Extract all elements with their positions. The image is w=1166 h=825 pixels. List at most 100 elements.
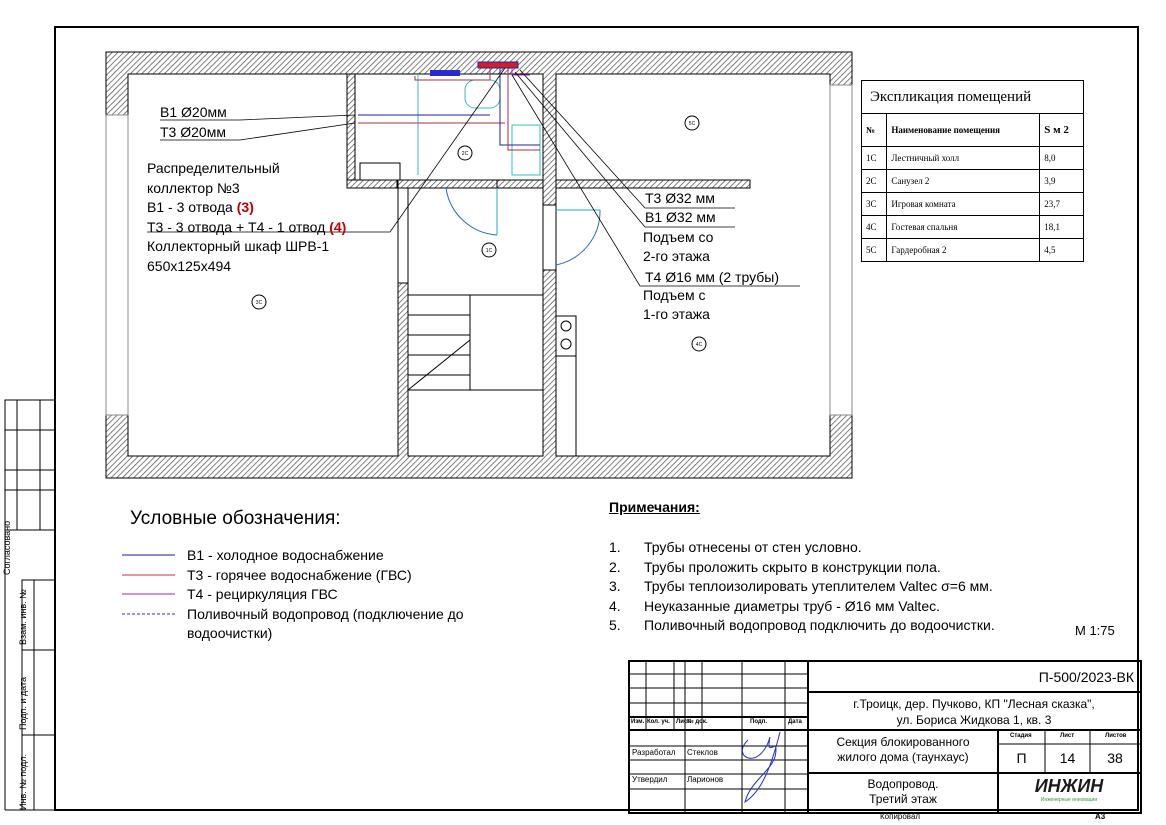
- address-line: ул. Бориса Жидкова 1, кв. 3: [896, 713, 1052, 727]
- col-date: Дата: [788, 719, 802, 725]
- note: 3. Трубы теплоизолировать утеплителем Val…: [609, 577, 995, 597]
- cell: 18,1: [1039, 215, 1084, 239]
- note-text: Неуказанные диаметры труб - Ø16 мм Valte…: [644, 597, 940, 614]
- room-marker-3c: 3С: [256, 300, 263, 306]
- stage-header: Стадия: [1010, 733, 1032, 739]
- logo: ИНЖИН: [1034, 776, 1104, 796]
- text: Подъем с: [643, 287, 706, 303]
- side-agreed: Согласовано: [2, 520, 12, 575]
- riser-t3: Т3 Ø32 мм: [645, 190, 715, 206]
- note: 5.Поливочный водопровод подключить до во…: [609, 616, 995, 636]
- sheet-header: Лист: [1060, 733, 1075, 739]
- legend-item: Поливочный водопровод (подключение до: [187, 605, 464, 622]
- cell: 4,5: [1039, 238, 1084, 262]
- text: 2-го этажа: [643, 248, 710, 264]
- logo-subtitle: Инженерные инновации: [1040, 797, 1098, 803]
- riser-from-2nd: Подъем со 2-го этажа: [643, 228, 713, 266]
- text: Т3 - 3 отвода + Т4 - 1 отвод: [147, 218, 330, 235]
- note-number: 1.: [609, 539, 621, 555]
- developed-label: Разработал: [632, 748, 676, 757]
- note: 1.Трубы отнесены от стен условно.: [609, 538, 995, 558]
- stage-value: П: [1016, 750, 1027, 766]
- callout-t3: Т3 Ø20мм: [160, 124, 226, 140]
- count: (3): [236, 199, 254, 215]
- note-text: Трубы теплоизолировать утеплителем Valte…: [644, 578, 993, 594]
- cell: 5С: [860, 238, 888, 262]
- note-text: Поливочный водопровод подключить до водо…: [644, 617, 995, 633]
- col-qty: Кол. уч.: [647, 719, 670, 725]
- header-number: №: [860, 113, 888, 147]
- cell: Лестничный холл: [886, 146, 1041, 170]
- cell: 2С: [860, 169, 888, 193]
- header-name: Наименование помещения: [886, 113, 1041, 147]
- note-text: Трубы проложить скрыто в конструкции пол…: [644, 558, 941, 575]
- walls: [105, 51, 853, 479]
- cell: 3С: [860, 192, 888, 216]
- col-sign: Подп.: [750, 719, 767, 725]
- text: Третий этаж: [869, 792, 937, 806]
- room-marker-1c: 1С: [486, 248, 493, 254]
- explication-title: Экспликация помещений: [861, 80, 1084, 114]
- cell: 3,9: [1039, 169, 1084, 193]
- side-sign-date: Подп. и дата: [18, 676, 28, 730]
- note-number: 2.: [609, 558, 621, 575]
- note-number: 4.: [609, 597, 621, 614]
- side-inv-replacement: Взам. инв. №: [18, 589, 28, 645]
- header-area: S м 2: [1039, 113, 1084, 147]
- approver-name: Ларионов: [687, 775, 724, 784]
- collector-line: Т3 - 3 отвода + Т4 - 1 отвод (4): [147, 218, 346, 238]
- legend-item: В1 - холодное водоснабжение: [187, 547, 384, 563]
- text: Водопровод.: [867, 777, 939, 791]
- stairs: [407, 294, 577, 456]
- cell: Гостевая спальня: [886, 215, 1041, 239]
- developer-name: Стеклов: [687, 748, 718, 757]
- legend-items: В1 - холодное водоснабжение Т3 - горячее…: [187, 546, 464, 644]
- callout-b1: В1 Ø20мм: [160, 104, 227, 120]
- collector-line: Распределительный: [147, 160, 280, 176]
- approved-label: Утвердил: [632, 775, 668, 784]
- text: В1 - 3 отвода: [147, 199, 237, 215]
- collector-line: В1 - 3 отвода (3): [147, 198, 346, 218]
- room-marker-5c: 5С: [689, 121, 696, 127]
- col-sheet: Лист: [676, 719, 691, 725]
- collector-line: Коллекторный шкаф ШРВ-1: [147, 238, 330, 254]
- sheets-header: Листов: [1105, 733, 1127, 739]
- note: 2. Трубы проложить скрыто в конструкции п…: [609, 558, 995, 578]
- room-markers: 1С 2С 3С 4С 5С: [251, 115, 707, 352]
- note: 4. Неуказанные диаметры труб - Ø16 мм Val…: [609, 597, 995, 617]
- signature: [741, 731, 781, 804]
- drawing-name: Водопровод.Третий этаж: [808, 777, 998, 807]
- note-number: 3.: [609, 578, 621, 594]
- cell: Санузел 2: [886, 169, 1041, 193]
- text: Подъем со: [643, 229, 714, 245]
- legend-item: водоочистки): [187, 625, 273, 641]
- cell: Игровая комната: [886, 192, 1041, 216]
- text: жилого дома (таунхаус): [837, 750, 969, 764]
- room-marker-4c: 4С: [696, 342, 703, 348]
- cell: 4С: [860, 215, 888, 239]
- text: Секция блокированного: [836, 735, 970, 749]
- address-line: г.Троицк, дер. Пучково, КП "Лесная сказк…: [853, 697, 1095, 711]
- legend-item: Т4 - рециркуляция ГВС: [187, 586, 338, 602]
- copied-label: Копировал: [880, 812, 921, 821]
- format-label: А3: [1095, 812, 1106, 821]
- document-code: П-500/2023-ВК: [1038, 669, 1134, 685]
- riser-t4: Т4 Ø16 мм (2 трубы): [645, 269, 779, 285]
- sheets-value: 38: [1107, 750, 1123, 766]
- collector-line: коллектор №3: [147, 179, 240, 196]
- col-doc: № док.: [687, 719, 708, 725]
- riser-b1: В1 Ø32 мм: [645, 209, 716, 225]
- col-change: Изм.: [631, 719, 645, 725]
- title-block-grid: [630, 662, 1140, 812]
- cell: Гардеробная 2: [886, 238, 1041, 262]
- legend-title: Условные обозначения:: [130, 508, 341, 529]
